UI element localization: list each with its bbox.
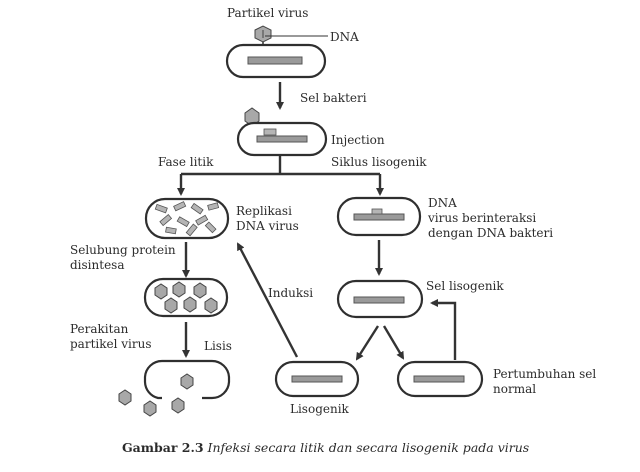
arrow-induksi xyxy=(236,242,299,358)
label-lisogenik: Lisogenik xyxy=(290,402,350,416)
lisogenik-dna xyxy=(291,375,343,383)
arrow-to-lisogenik xyxy=(355,325,380,361)
arrow-to-normal-growth xyxy=(382,325,405,360)
label-sel-lisogenik: Sel lisogenik xyxy=(426,279,504,293)
label-fase-litik: Fase litik xyxy=(158,155,214,169)
label-sel-bakteri: Sel bakteri xyxy=(300,91,367,105)
released-virus-particles xyxy=(118,373,194,417)
caption-number: Gambar 2.3 xyxy=(122,440,204,455)
label-pertumbuhan-2: normal xyxy=(493,382,536,396)
label-selubung-1: Selubung protein xyxy=(70,243,176,257)
viral-dna-fragments xyxy=(154,201,220,237)
lysogenic-dna xyxy=(353,296,405,304)
viral-dna-integrated xyxy=(371,208,383,215)
label-replikasi-2: DNA virus xyxy=(236,219,299,233)
assembled-virus-particles xyxy=(154,281,218,314)
bacterial-dna-injection xyxy=(256,135,308,143)
virus-particle-free xyxy=(244,107,260,127)
label-induksi: Induksi xyxy=(268,286,313,300)
label-lisis: Lisis xyxy=(204,339,232,353)
label-dna-virus-1: DNA xyxy=(428,196,457,210)
integrated-dna xyxy=(353,213,405,221)
viral-dna-injected xyxy=(263,128,277,136)
label-perakitan-1: Perakitan xyxy=(70,322,129,336)
label-replikasi-1: Replikasi xyxy=(236,204,292,218)
bacterial-dna xyxy=(247,56,303,65)
label-pertumbuhan-1: Pertumbuhan sel xyxy=(493,367,596,381)
arrow-feedback-lysogenic xyxy=(430,299,457,360)
label-perakitan-2: partikel virus xyxy=(70,337,152,351)
label-siklus-lisogenik: Siklus lisogenik xyxy=(331,155,427,169)
normal-growth-dna xyxy=(413,375,465,383)
label-dna-top: DNA xyxy=(330,30,359,44)
virus-particle-top xyxy=(254,25,272,43)
label-selubung-2: disintesa xyxy=(70,258,124,272)
label-partikel-virus: Partikel virus xyxy=(227,6,308,20)
caption-text: Infeksi secara litik dan secara lisogeni… xyxy=(207,440,530,455)
label-dna-virus-3: dengan DNA bakteri xyxy=(428,226,553,240)
label-dna-virus-2: virus berinteraksi xyxy=(427,211,536,225)
label-injection: Injection xyxy=(331,133,385,147)
